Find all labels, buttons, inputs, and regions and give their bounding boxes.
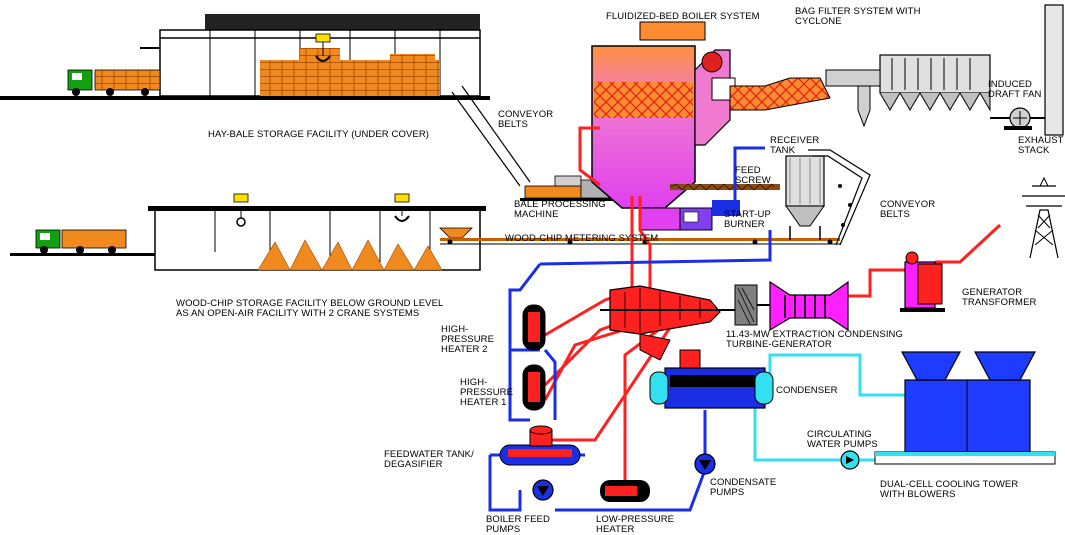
turbine-gearbox	[735, 285, 770, 325]
induced-draft-fan-label: INDUCED DRAFT FAN	[988, 80, 1042, 100]
turbine-generator-label: 11.43-MW EXTRACTION CONDENSING TURBINE-G…	[726, 330, 903, 350]
hp-heater-2-label: HIGH- PRESSURE HEATER 2	[441, 325, 494, 355]
hp-heater-1-label: HIGH- PRESSURE HEATER 1	[460, 378, 513, 408]
wood-chip-metering-label: WOOD-CHIP METERING SYSTEM	[505, 234, 658, 244]
feed-screw-label: FEED SCREW	[735, 166, 771, 186]
feedwater-tank-degasifier	[500, 426, 580, 465]
exhaust-stack-label: EXHAUST STACK	[1018, 136, 1064, 156]
generator-transformer-label: GENERATOR TRANSFORMER	[962, 288, 1036, 308]
condensate-pump	[695, 454, 715, 474]
condensate-pumps-label: CONDENSATE PUMPS	[710, 478, 776, 498]
high-pressure-heater-2	[523, 305, 545, 350]
wood-chip-truck	[36, 230, 126, 254]
bag-filter-system	[826, 55, 1010, 126]
receiver-tank-label: RECEIVER TANK	[770, 136, 819, 156]
generator	[770, 282, 848, 330]
conveyor-belts-right-label: CONVEYOR BELTS	[880, 200, 935, 220]
boiler-feed-pump	[533, 480, 553, 500]
condenser-label: CONDENSER	[776, 386, 838, 396]
turbine	[600, 286, 735, 360]
receiver-tank	[786, 156, 824, 240]
transmission-tower	[1022, 178, 1065, 258]
dual-cell-cooling-tower	[875, 352, 1055, 464]
lp-heater-label: LOW-PRESSURE HEATER	[596, 515, 674, 535]
condenser-unit	[650, 350, 773, 408]
hay-bale-storage-label: HAY-BALE STORAGE FACILITY (UNDER COVER)	[208, 130, 429, 140]
low-pressure-heater	[600, 480, 650, 502]
circulating-water-pump	[841, 451, 859, 469]
circulating-pumps-label: CIRCULATING WATER PUMPS	[807, 430, 878, 450]
exhaust-stack	[1030, 5, 1063, 135]
start-up-burner-label: START-UP BURNER	[724, 210, 771, 230]
bag-filter-label: BAG FILTER SYSTEM WITH CYCLONE	[795, 7, 921, 27]
hay-conveyor	[452, 86, 530, 186]
hay-truck	[68, 70, 160, 96]
bale-processing-label: BALE PROCESSING MACHINE	[514, 200, 606, 220]
high-pressure-heater-1	[523, 365, 545, 410]
wood-chip-storage-label: WOOD-CHIP STORAGE FACILITY BELOW GROUND …	[176, 299, 443, 319]
fluidized-bed-boiler-label: FLUIDIZED-BED BOILER SYSTEM	[606, 12, 760, 22]
feedwater-tank-label: FEEDWATER TANK/ DEGASIFIER	[384, 450, 474, 470]
conveyor-belts-top-label: CONVEYOR BELTS	[498, 110, 553, 130]
wood-chip-hopper	[440, 228, 472, 238]
boiler-feed-pumps-label: BOILER FEED PUMPS	[486, 515, 550, 535]
cooling-tower-label: DUAL-CELL COOLING TOWER WITH BLOWERS	[880, 480, 1018, 500]
